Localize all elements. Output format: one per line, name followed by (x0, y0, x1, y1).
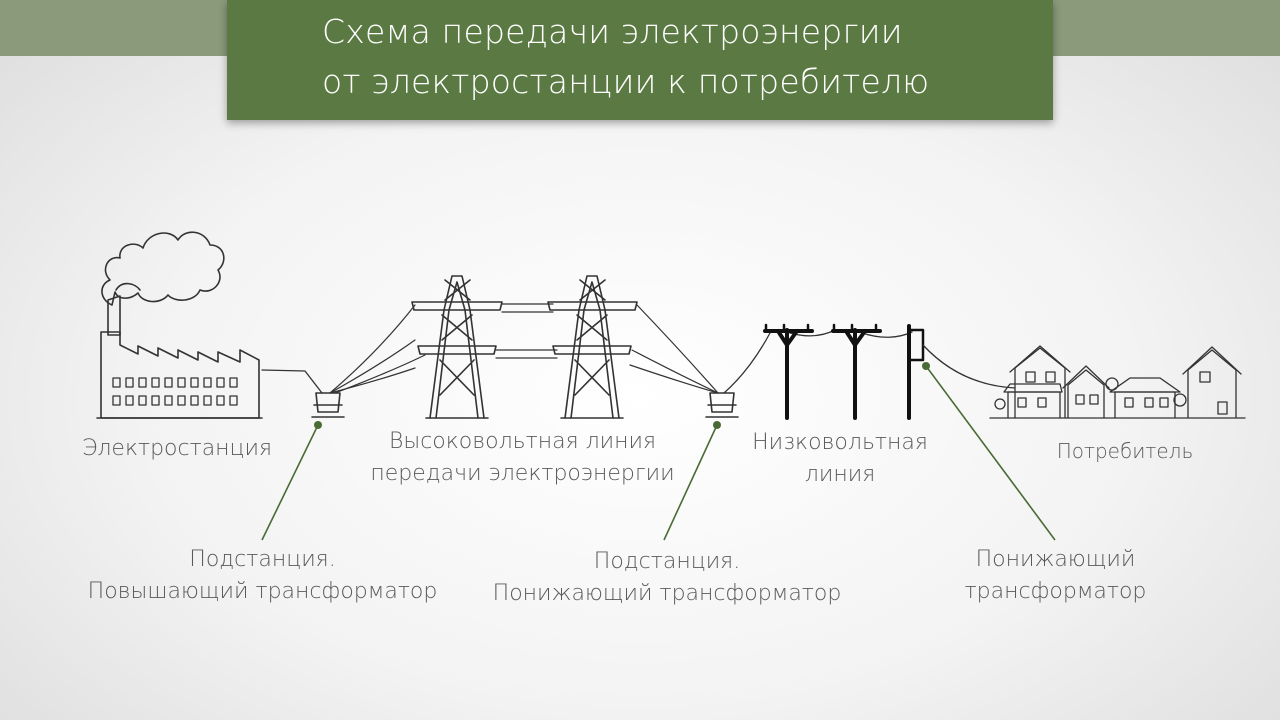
label-step-down-substation: Подстанция.Понижающий трансформатор (492, 549, 842, 606)
title-line-2: от электростанции к потребителю (322, 62, 930, 101)
substation-icon (311, 392, 345, 418)
cloud-smoke-icon (101, 231, 225, 306)
pylon-icon (547, 275, 638, 419)
label-power-plant: Электростанция (82, 436, 273, 461)
title-banner: Схема передачи электроэнергии от электро… (227, 0, 1053, 120)
substation-icon (705, 392, 739, 418)
pylon-icon (411, 275, 503, 419)
label-step-up-substation: Подстанция.Повышающий трансформатор (87, 547, 438, 604)
factory-icon (96, 295, 263, 419)
utility-pole-icon (763, 328, 814, 420)
title-line-1: Схема передачи электроэнергии (322, 12, 903, 51)
utility-pole-icon (831, 328, 882, 420)
houses-icon (989, 345, 1246, 419)
label-consumer: Потребитель (1056, 439, 1194, 463)
callout-dot-transformer (922, 362, 930, 370)
pole-transformer-icon (907, 324, 925, 420)
callout-dot-step-up (314, 421, 322, 429)
callout-dot-step-down (713, 421, 721, 429)
